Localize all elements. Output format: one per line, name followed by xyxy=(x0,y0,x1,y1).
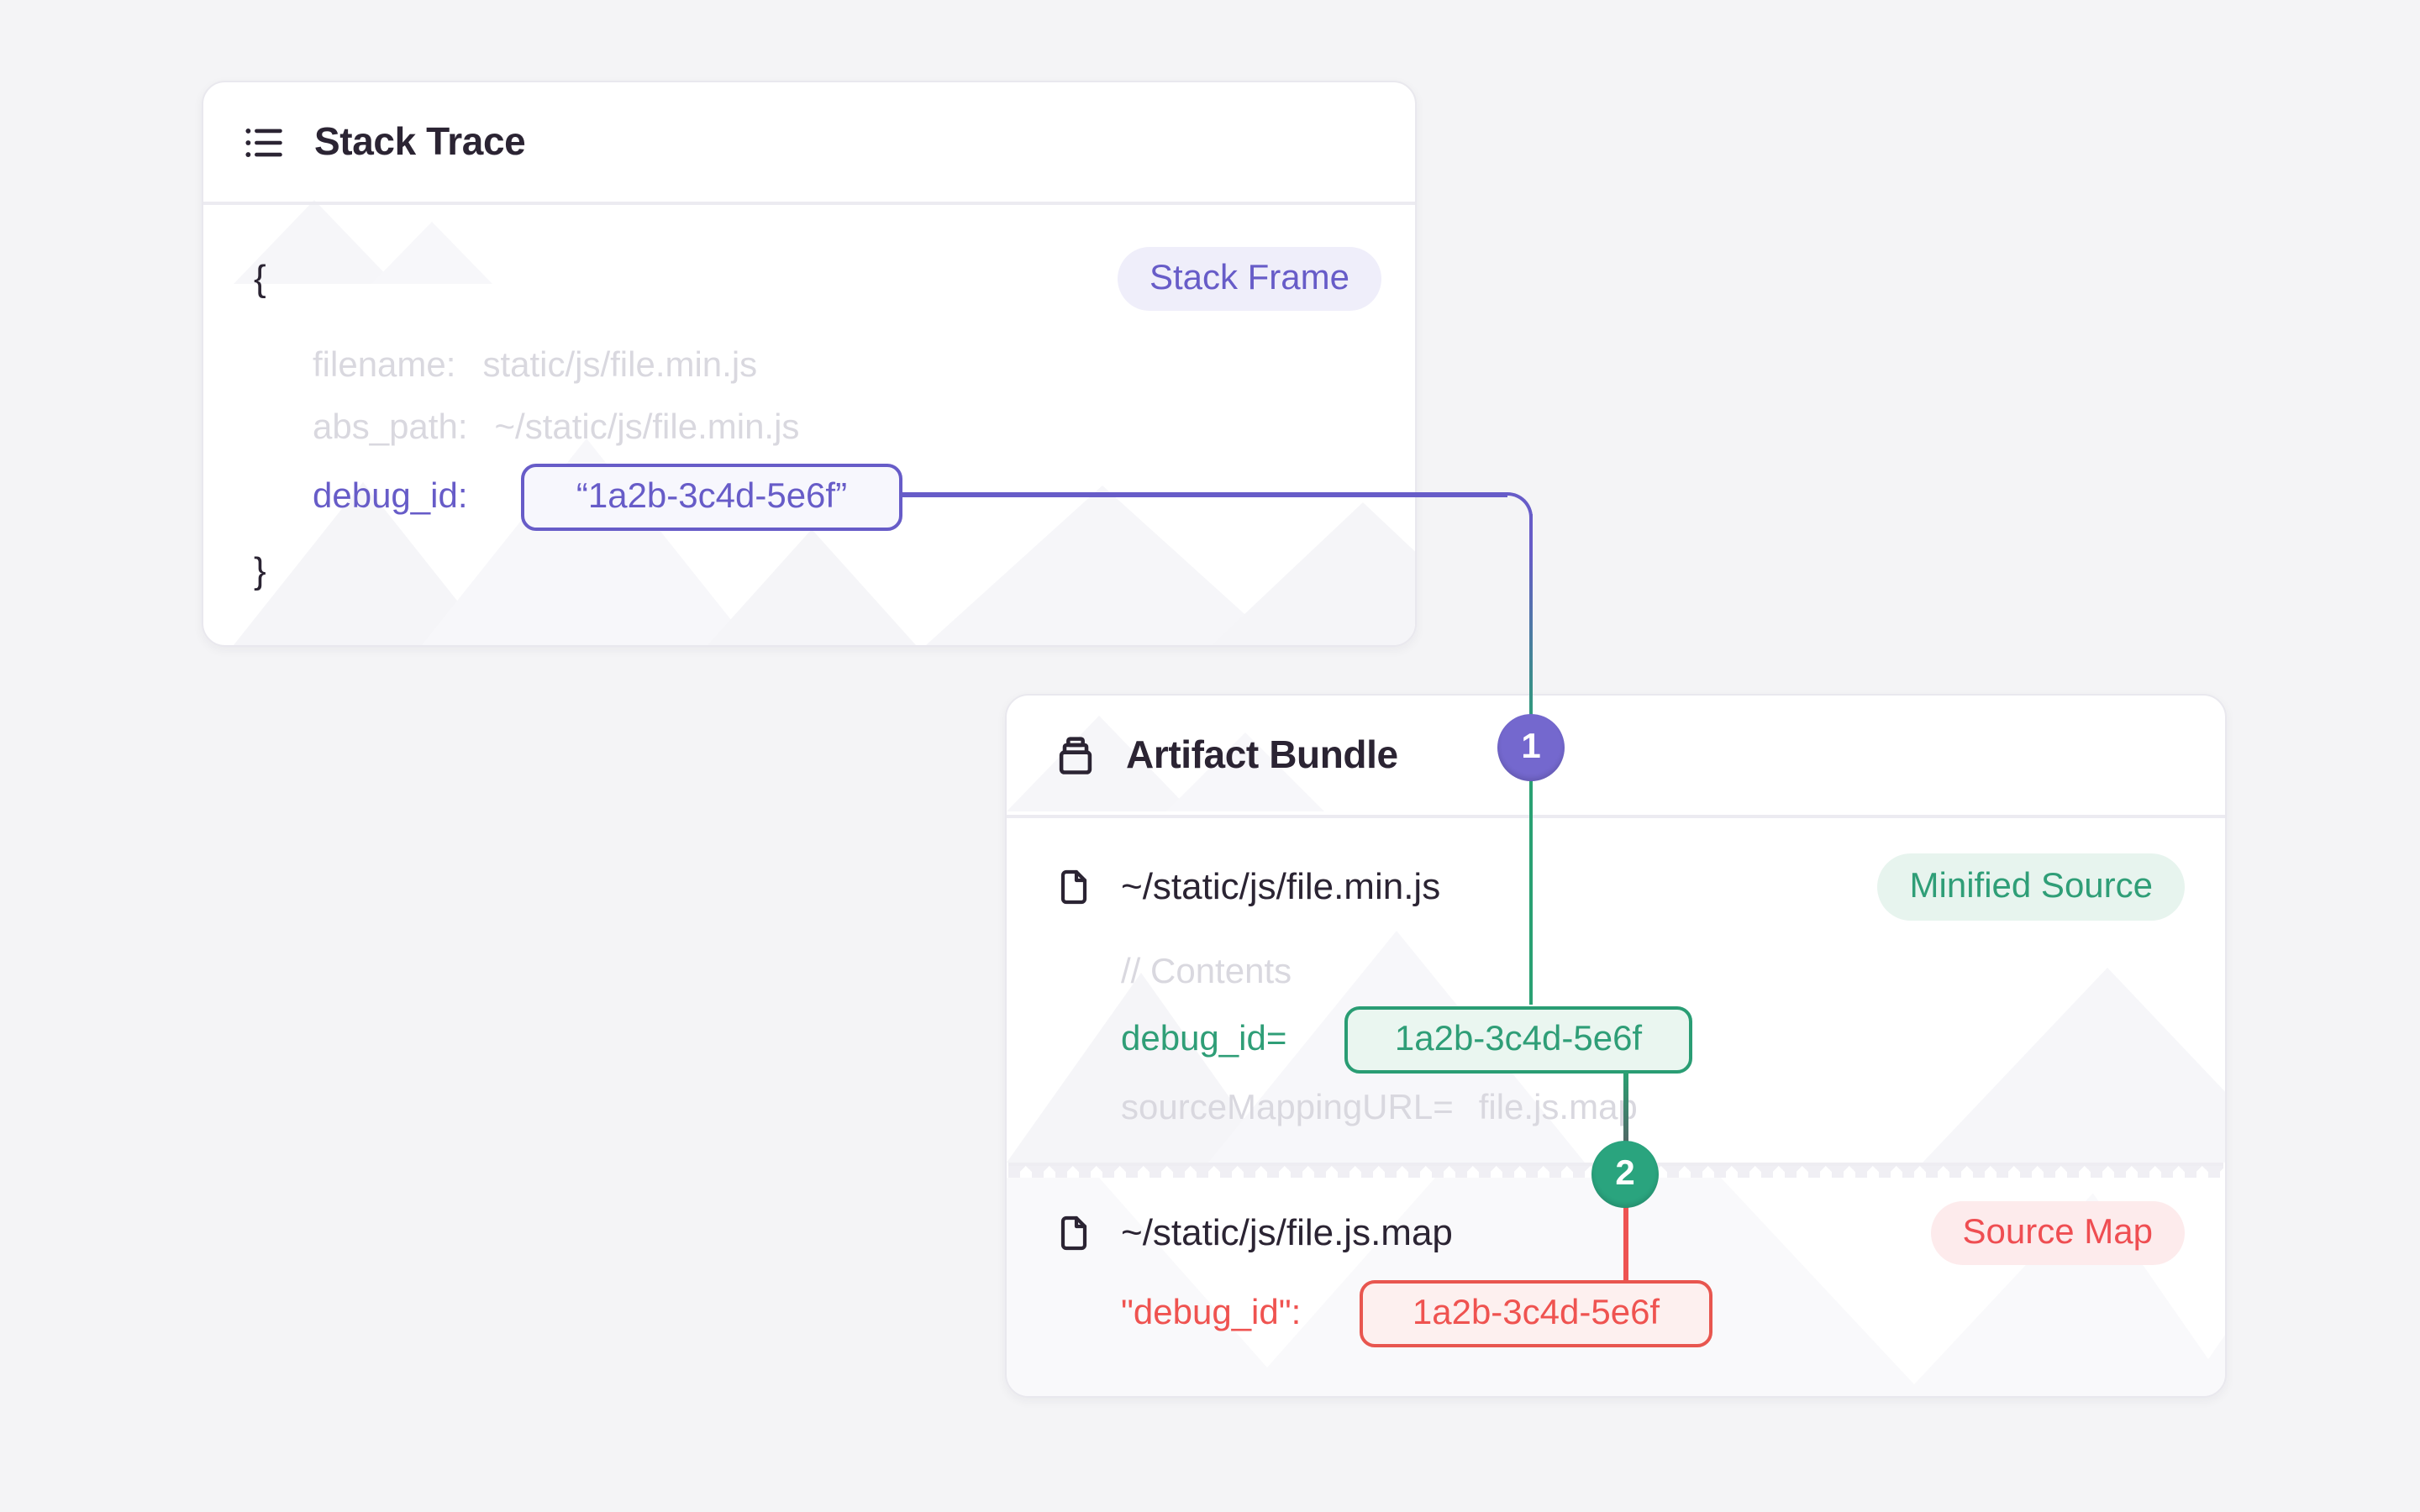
file-name: ~/static/js/file.js.map xyxy=(1121,1211,1453,1255)
source-mapping-url-line: sourceMappingURL= file.js.map xyxy=(1121,1087,1638,1131)
source-mapping-url-label: sourceMappingURL= xyxy=(1121,1089,1454,1129)
debug-id-value-box: “1a2b-3c4d-5e6f” xyxy=(521,464,902,531)
artifact-bundle-card: Artifact Bundle ~/static/js/file.min.js … xyxy=(1005,694,2227,1398)
contents-comment: // Contents xyxy=(1121,951,1292,995)
filename-label: filename: xyxy=(313,346,455,386)
source-map-badge: Source Map xyxy=(1931,1201,2185,1265)
stack-trace-header: Stack Trace xyxy=(203,82,1415,205)
abs-path-label: abs_path: xyxy=(313,408,468,449)
abs-path-value: ~/static/js/file.min.js xyxy=(495,408,800,449)
minified-source-badge: Minified Source xyxy=(1878,853,2185,921)
debug-id-value-box-minified: 1a2b-3c4d-5e6f xyxy=(1344,1006,1692,1074)
debug-id-value-box-sourcemap: 1a2b-3c4d-5e6f xyxy=(1360,1280,1712,1347)
connector-corner-purple xyxy=(1507,493,1533,518)
step-2-badge: 2 xyxy=(1591,1141,1659,1208)
debug-id-label: debug_id: xyxy=(313,475,468,519)
debug-id-assign-label: debug_id= xyxy=(1121,1018,1286,1062)
source-mapping-url-value: file.js.map xyxy=(1479,1089,1638,1129)
filename-line: filename: static/js/file.min.js xyxy=(313,344,757,388)
archive-icon xyxy=(1054,733,1097,777)
list-icon xyxy=(242,120,286,164)
file-row-sourcemap: ~/static/js/file.js.map xyxy=(1054,1200,1453,1267)
stack-trace-title: Stack Trace xyxy=(314,119,525,165)
artifact-bundle-title: Artifact Bundle xyxy=(1126,732,1398,778)
file-row-minified: ~/static/js/file.min.js xyxy=(1054,853,1440,921)
file-icon xyxy=(1054,867,1094,907)
stack-frame-badge: Stack Frame xyxy=(1118,247,1381,311)
artifact-bundle-header: Artifact Bundle xyxy=(1007,696,2225,818)
file-name: ~/static/js/file.min.js xyxy=(1121,865,1440,909)
open-brace: { xyxy=(254,257,266,301)
close-brace: } xyxy=(254,549,266,593)
filename-value: static/js/file.min.js xyxy=(482,346,757,386)
step-1-badge: 1 xyxy=(1497,714,1565,781)
abs-path-line: abs_path: ~/static/js/file.min.js xyxy=(313,407,799,450)
debug-id-json-label: "debug_id": xyxy=(1121,1292,1301,1336)
file-icon xyxy=(1054,1213,1094,1253)
stack-trace-card: Stack Trace { Stack Frame filename: stat… xyxy=(202,81,1417,647)
